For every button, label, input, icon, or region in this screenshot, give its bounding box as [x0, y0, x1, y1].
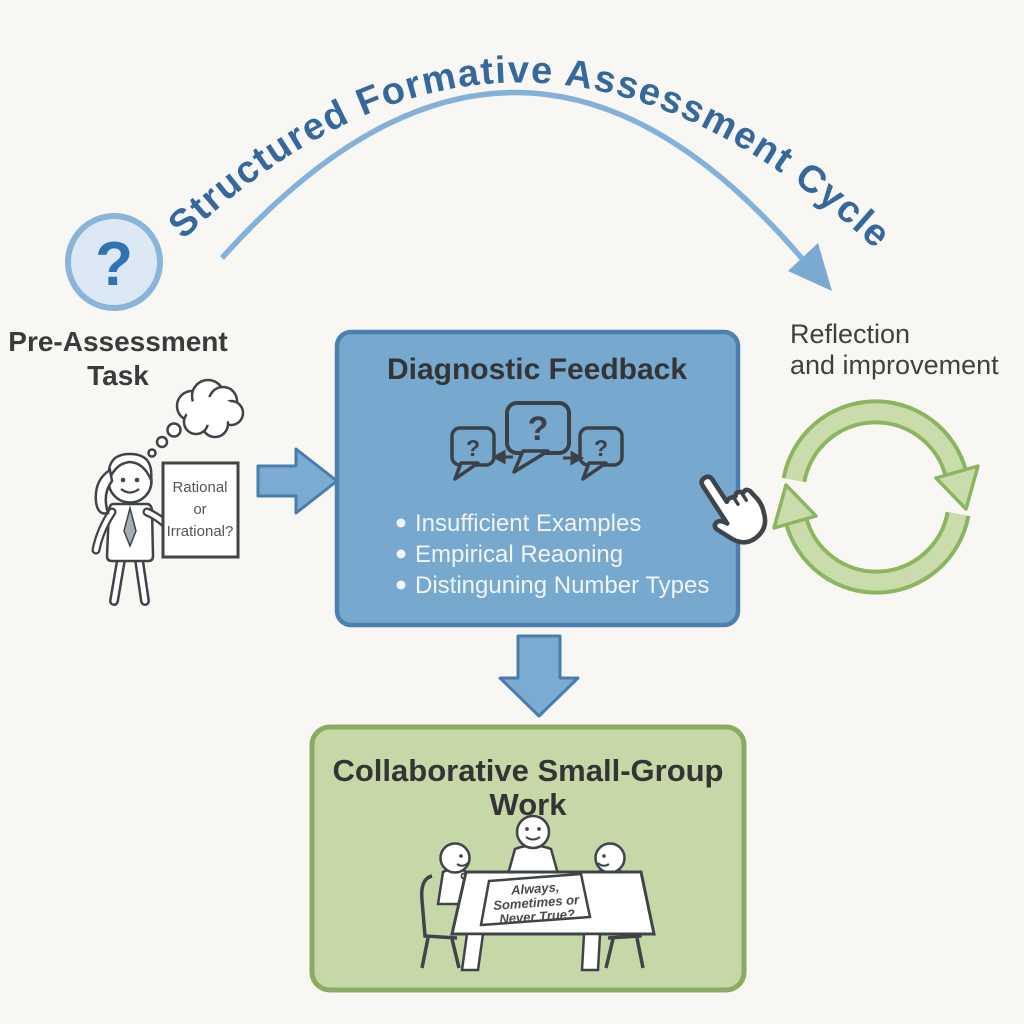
speech-bubbles-icon: ? ? ?: [450, 401, 624, 481]
chair-left: [419, 874, 461, 969]
arc-curve: [219, 89, 808, 264]
cycle-arrows-icon: [772, 399, 980, 595]
discussion-card-line2: Sometimes or: [493, 892, 581, 913]
hand-pointer-cursor-icon: [699, 474, 768, 545]
flow-arrow-down-icon: [498, 634, 580, 718]
pre-assessment-label-line2: Task: [87, 360, 149, 391]
group-table-scene-icon: Always, Sometimes or Never True?: [419, 814, 656, 972]
cycle-title: Structured Formative Assessment Cycle: [161, 49, 899, 256]
task-card-line3: Irrational?: [167, 523, 234, 540]
diagnostic-title: Diagnostic Feedback: [387, 353, 687, 386]
flow-arrow-right-icon: [256, 447, 339, 515]
reflection-label-line1: Reflection: [790, 319, 910, 349]
thought-cloud-icon: [147, 378, 245, 458]
student-figure-icon: [91, 452, 176, 606]
pre-assessment-label-line1: Pre-Assessment: [8, 326, 227, 357]
bullet-item-2: Empirical Reaoning: [415, 541, 623, 568]
reflection-section: Reflection and improvement: [772, 319, 999, 595]
discussion-card: Always, Sometimes or Never True?: [479, 872, 592, 927]
task-card: Rational or Irrational?: [161, 461, 240, 559]
svg-text:?: ?: [528, 410, 549, 448]
figure-center: [506, 814, 560, 876]
bubble-link-arrows: [491, 449, 585, 466]
group-work-title-line1: Collaborative Small-Group: [332, 753, 723, 788]
reflection-label-line2: and improvement: [790, 350, 999, 380]
pre-assessment-section: ? Pre-Assessment Task: [8, 213, 228, 391]
group-work-box: Collaborative Small-Group Work: [309, 724, 747, 993]
svg-text:?: ?: [466, 435, 480, 461]
task-card-line1: Rational: [172, 479, 227, 496]
question-badge-icon: [65, 213, 163, 311]
discussion-card-line3: Never True?: [499, 906, 576, 926]
badge-question-mark: ?: [95, 230, 133, 299]
discussion-card-line1: Always,: [510, 879, 560, 897]
arc-arrowhead-icon: [788, 243, 832, 291]
bullet-item-1: Insufficient Examples: [415, 510, 641, 537]
svg-text:?: ?: [594, 435, 608, 461]
bullet-item-3: Distinguning Number Types: [415, 572, 709, 599]
task-card-line2: or: [193, 501, 206, 518]
diagnostic-feedback-box: Diagnostic Feedback ? ? ? Insufficient E…: [334, 329, 741, 628]
diagnostic-bullet-list: Insufficient Examples Empirical Reaoning…: [396, 510, 709, 599]
cycle-arc: Structured Formative Assessment Cycle: [161, 49, 899, 291]
